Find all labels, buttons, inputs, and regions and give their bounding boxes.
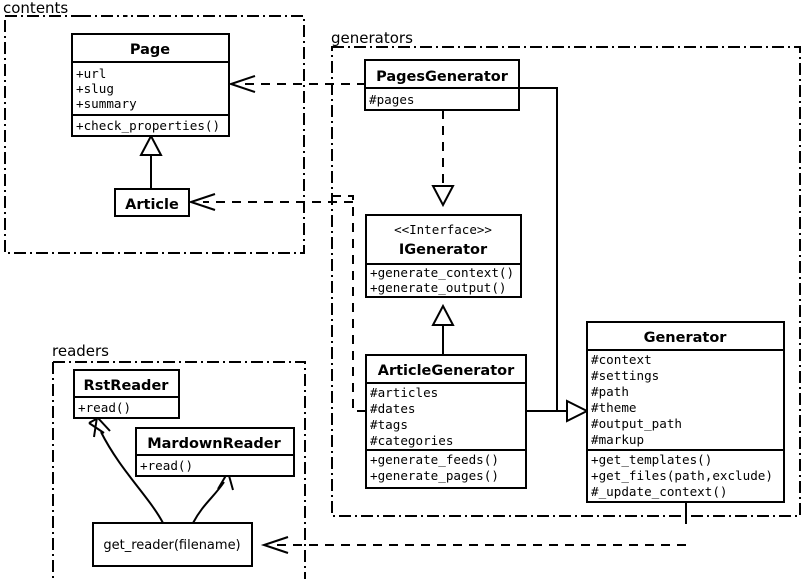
- class-articlegenerator-method-generate-feeds: +generate_feeds(): [370, 452, 499, 467]
- class-rstreader-method-read: +read(): [78, 400, 131, 415]
- package-readers-label: readers: [52, 342, 109, 360]
- class-generator-method-update-context: #_update_context(): [591, 484, 727, 499]
- edge-articlegenerator-igenerator: [431, 303, 455, 355]
- class-igenerator-method-generate-context: +generate_context(): [370, 265, 514, 280]
- package-generators-label: generators: [331, 29, 413, 47]
- class-box-mardownreader[interactable]: MardownReader +read(): [135, 427, 295, 477]
- class-box-pagesgenerator[interactable]: PagesGenerator #pages: [364, 59, 520, 111]
- package-contents-border: [4, 15, 305, 254]
- class-page-frame: [71, 33, 230, 137]
- class-box-articlegenerator[interactable]: ArticleGenerator #articles #dates #tags …: [365, 354, 527, 489]
- class-generator-name: Generator: [644, 330, 728, 346]
- generators-inner-group-border: [332, 195, 366, 412]
- class-igenerator-frame: [365, 214, 522, 298]
- class-mardownreader-name: MardownReader: [147, 436, 281, 452]
- edge-getreader-mardownreader: [192, 469, 234, 524]
- package-readers: readers: [52, 342, 306, 579]
- class-generator-attribute-settings: #settings: [591, 368, 659, 383]
- package-generators: generators: [331, 29, 801, 517]
- class-generator-method-get-files: +get_files(path,exclude): [591, 468, 773, 483]
- function-box-get-reader[interactable]: get_reader(filename): [92, 522, 253, 567]
- package-contents: contents: [3, 0, 305, 254]
- class-articlegenerator-name: ArticleGenerator: [378, 363, 515, 379]
- class-page-method-check-properties: +check_properties(): [76, 118, 220, 133]
- class-rstreader-frame: [73, 369, 180, 419]
- class-box-generator[interactable]: Generator #context #settings #path #them…: [586, 321, 785, 503]
- class-articlegenerator-attribute-tags: #tags: [370, 417, 408, 432]
- edge-pagesgenerator-generator: [519, 87, 590, 423]
- class-generator-attribute-theme: #theme: [591, 400, 637, 415]
- class-articlegenerator-frame: [365, 354, 527, 489]
- function-get-reader-frame: [92, 522, 253, 567]
- class-articlegenerator-attribute-dates: #dates: [370, 401, 416, 416]
- class-page-attribute-url: +url: [76, 66, 106, 81]
- class-igenerator-stereotype: <<Interface>>: [394, 222, 492, 237]
- edge-articlegenerator-article: [187, 193, 353, 211]
- class-articlegenerator-attribute-articles: #articles: [370, 385, 438, 400]
- class-pagesgenerator-attribute-pages: #pages: [369, 92, 415, 107]
- class-generator-method-get-templates: +get_templates(): [591, 452, 712, 467]
- class-box-rstreader[interactable]: RstReader +read(): [73, 369, 180, 419]
- class-igenerator-name: IGenerator: [399, 242, 488, 258]
- package-generators-border: [331, 46, 801, 517]
- class-igenerator-method-generate-output: +generate_output(): [370, 280, 506, 295]
- class-page-attribute-slug: +slug: [76, 81, 114, 96]
- class-box-page[interactable]: Page +url +slug +summary +check_properti…: [71, 33, 230, 137]
- class-generator-attribute-markup: #markup: [591, 432, 644, 447]
- class-article-frame: [114, 188, 190, 217]
- edge-pagesgenerator-igenerator: [431, 110, 455, 208]
- class-rstreader-name: RstReader: [84, 378, 170, 394]
- class-mardownreader-frame: [135, 427, 295, 477]
- edge-article-page: [139, 133, 163, 189]
- package-readers-border-top-right: [53, 361, 306, 579]
- edge-generator-getreader: [260, 502, 687, 554]
- class-mardownreader-method-read: +read(): [140, 458, 193, 473]
- class-page-name: Page: [130, 42, 170, 58]
- class-box-article[interactable]: Article: [114, 188, 190, 217]
- package-contents-label: contents: [3, 0, 68, 17]
- class-articlegenerator-attribute-categories: #categories: [370, 433, 453, 448]
- class-article-name: Article: [125, 197, 179, 213]
- class-generator-attribute-path: #path: [591, 384, 629, 399]
- class-generator-attribute-output-path: #output_path: [591, 416, 682, 431]
- class-pagesgenerator-name: PagesGenerator: [376, 69, 509, 85]
- class-generator-attribute-context: #context: [591, 352, 652, 367]
- class-pagesgenerator-frame: [364, 59, 520, 111]
- edge-pagesgenerator-page: [227, 75, 366, 93]
- class-box-igenerator[interactable]: <<Interface>> IGenerator +generate_conte…: [365, 214, 522, 298]
- function-get-reader-label: get_reader(filename): [103, 538, 240, 553]
- class-page-attribute-summary: +summary: [76, 96, 137, 111]
- class-articlegenerator-method-generate-pages: +generate_pages(): [370, 468, 499, 483]
- class-generator-frame: [586, 321, 785, 503]
